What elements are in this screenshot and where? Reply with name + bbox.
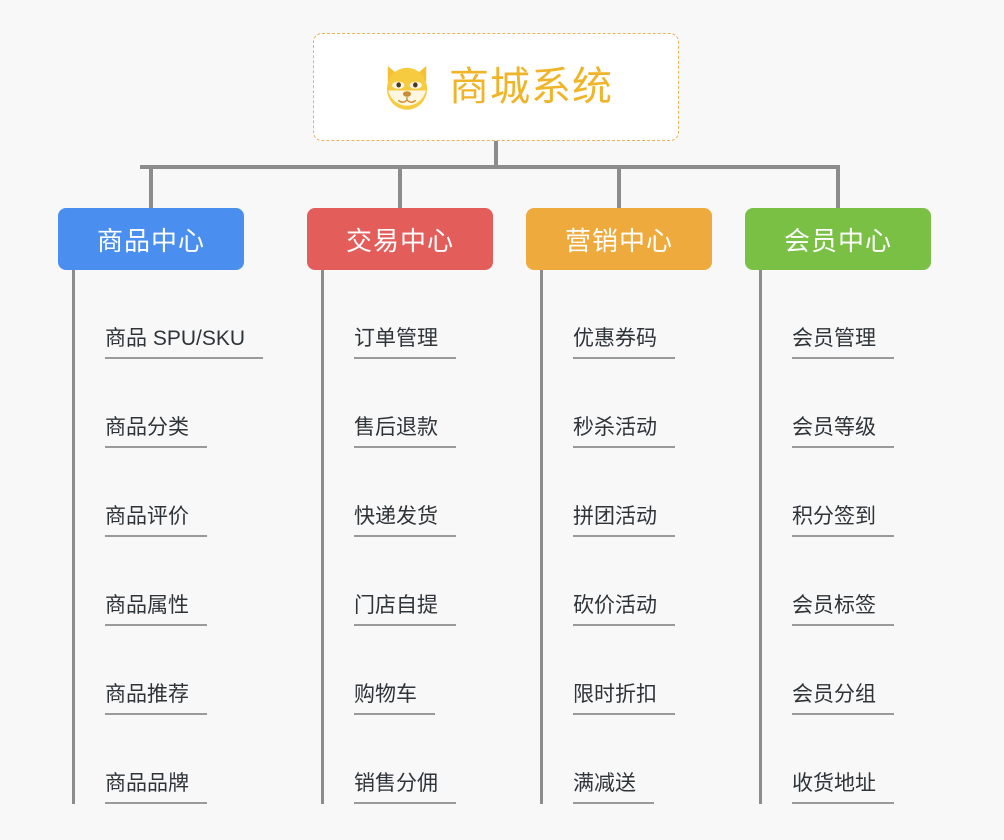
leaf-item[interactable]: 商品属性 xyxy=(75,537,263,626)
leaf-list-member-center: 会员管理会员等级积分签到会员标签会员分组收货地址 xyxy=(759,270,894,804)
leaf-label: 商品品牌 xyxy=(105,772,207,804)
leaf-item[interactable]: 购物车 xyxy=(324,626,456,715)
leaf-label: 收货地址 xyxy=(792,772,894,804)
connector-horizontal-bus xyxy=(140,165,840,169)
branch-header-marketing-center[interactable]: 营销中心 xyxy=(526,208,712,270)
leaf-label: 会员分组 xyxy=(792,683,894,715)
leaf-list-product-center: 商品 SPU/SKU 商品分类商品评价商品属性商品推荐商品品牌 xyxy=(72,270,264,804)
leaf-item[interactable]: 商品分类 xyxy=(75,359,263,448)
branch-header-label: 营销中心 xyxy=(564,225,673,256)
leaf-item[interactable]: 订单管理 xyxy=(324,270,456,359)
branch-header-product-center[interactable]: 商品中心 xyxy=(58,208,244,270)
leaf-item[interactable]: 收货地址 xyxy=(762,715,894,804)
leaf-label: 购物车 xyxy=(354,683,435,715)
leaf-label: 商品分类 xyxy=(105,416,207,448)
leaf-item[interactable]: 会员标签 xyxy=(762,537,894,626)
branch-column-product-center: 商品中心商品 SPU/SKU 商品分类商品评价商品属性商品推荐商品品牌 xyxy=(58,208,264,804)
connector-branch-drop-1 xyxy=(149,165,153,209)
leaf-item[interactable]: 满减送 xyxy=(543,715,675,804)
leaf-item[interactable]: 秒杀活动 xyxy=(543,359,675,448)
connector-branch-drop-2 xyxy=(398,165,402,209)
leaf-item[interactable]: 拼团活动 xyxy=(543,448,675,537)
leaf-label: 快递发货 xyxy=(354,505,456,537)
leaf-item[interactable]: 会员管理 xyxy=(762,270,894,359)
leaf-label: 销售分佣 xyxy=(354,772,456,804)
leaf-label: 会员等级 xyxy=(792,416,894,448)
leaf-item[interactable]: 商品品牌 xyxy=(75,715,263,804)
leaf-label: 门店自提 xyxy=(354,594,456,626)
branch-header-label: 会员中心 xyxy=(783,225,892,256)
branch-header-label: 商品中心 xyxy=(96,225,205,256)
leaf-item[interactable]: 商品推荐 xyxy=(75,626,263,715)
leaf-label: 售后退款 xyxy=(354,416,456,448)
leaf-item[interactable]: 售后退款 xyxy=(324,359,456,448)
dog-face-emoji-icon xyxy=(386,66,428,112)
connector-branch-drop-3 xyxy=(617,165,621,209)
branch-header-label: 交易中心 xyxy=(345,225,454,256)
leaf-label: 商品评价 xyxy=(105,505,207,537)
leaf-label: 积分签到 xyxy=(792,505,894,537)
leaf-item[interactable]: 销售分佣 xyxy=(324,715,456,804)
leaf-item[interactable]: 门店自提 xyxy=(324,537,456,626)
leaf-item[interactable]: 限时折扣 xyxy=(543,626,675,715)
leaf-label: 会员标签 xyxy=(792,594,894,626)
leaf-item[interactable]: 优惠券码 xyxy=(543,270,675,359)
branch-column-marketing-center: 营销中心优惠券码秒杀活动拼团活动砍价活动限时折扣满减送 xyxy=(526,208,712,804)
leaf-label: 商品属性 xyxy=(105,594,207,626)
connector-root-stem xyxy=(494,141,498,167)
leaf-item[interactable]: 砍价活动 xyxy=(543,537,675,626)
branch-header-member-center[interactable]: 会员中心 xyxy=(745,208,931,270)
root-node[interactable]: 商城系统 xyxy=(313,33,679,141)
leaf-item[interactable]: 商品 SPU/SKU xyxy=(75,270,264,359)
leaf-list-marketing-center: 优惠券码秒杀活动拼团活动砍价活动限时折扣满减送 xyxy=(540,270,675,804)
leaf-label: 优惠券码 xyxy=(573,327,675,359)
leaf-label: 拼团活动 xyxy=(573,505,675,537)
leaf-label: 砍价活动 xyxy=(573,594,675,626)
root-title: 商城系统 xyxy=(449,65,613,109)
leaf-label: 商品推荐 xyxy=(105,683,207,715)
leaf-label: 满减送 xyxy=(573,772,654,804)
branch-column-member-center: 会员中心会员管理会员等级积分签到会员标签会员分组收货地址 xyxy=(745,208,931,804)
leaf-label: 秒杀活动 xyxy=(573,416,675,448)
leaf-label: 商品 SPU/SKU xyxy=(105,327,264,359)
branch-header-trade-center[interactable]: 交易中心 xyxy=(307,208,493,270)
leaf-label: 限时折扣 xyxy=(573,683,675,715)
branch-column-trade-center: 交易中心订单管理售后退款快递发货门店自提购物车销售分佣 xyxy=(307,208,493,804)
leaf-item[interactable]: 会员等级 xyxy=(762,359,894,448)
leaf-item[interactable]: 商品评价 xyxy=(75,448,263,537)
leaf-item[interactable]: 积分签到 xyxy=(762,448,894,537)
leaf-item[interactable]: 会员分组 xyxy=(762,626,894,715)
connector-branch-drop-4 xyxy=(836,165,840,209)
leaf-list-trade-center: 订单管理售后退款快递发货门店自提购物车销售分佣 xyxy=(321,270,456,804)
leaf-item[interactable]: 快递发货 xyxy=(324,448,456,537)
leaf-label: 会员管理 xyxy=(792,327,894,359)
leaf-label: 订单管理 xyxy=(354,327,456,359)
